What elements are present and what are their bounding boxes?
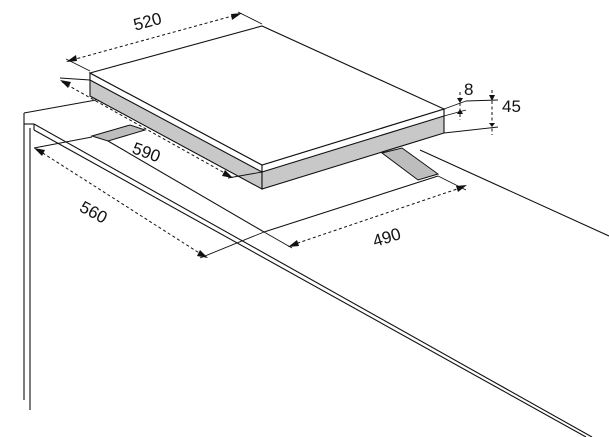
countertop-front-face-lower	[33, 129, 587, 437]
countertop-top-surface	[24, 100, 609, 430]
dimension-install-height: 45	[443, 90, 521, 135]
hob	[88, 25, 446, 190]
cutout	[90, 124, 440, 233]
label-hob-width: 520	[131, 9, 163, 35]
countertop-front-top-edge	[33, 123, 593, 437]
countertop-right-edge	[419, 149, 609, 237]
countertop	[23, 99, 609, 437]
countertop-back-edge	[23, 99, 97, 114]
cutout-right-strip	[380, 147, 440, 181]
dimension-hob-thickness: 8	[443, 80, 473, 120]
dimension-hob-depth: 590	[59, 77, 263, 179]
cutout-front-edge	[107, 140, 265, 233]
label-cutout-width: 560	[76, 197, 110, 227]
label-hob-thickness: 8	[464, 80, 473, 99]
cutout-front-edge-2	[263, 175, 439, 233]
cutout-left-strip	[90, 124, 147, 142]
label-install-height: 45	[502, 97, 521, 116]
dimension-hob-width: 520	[65, 9, 263, 72]
